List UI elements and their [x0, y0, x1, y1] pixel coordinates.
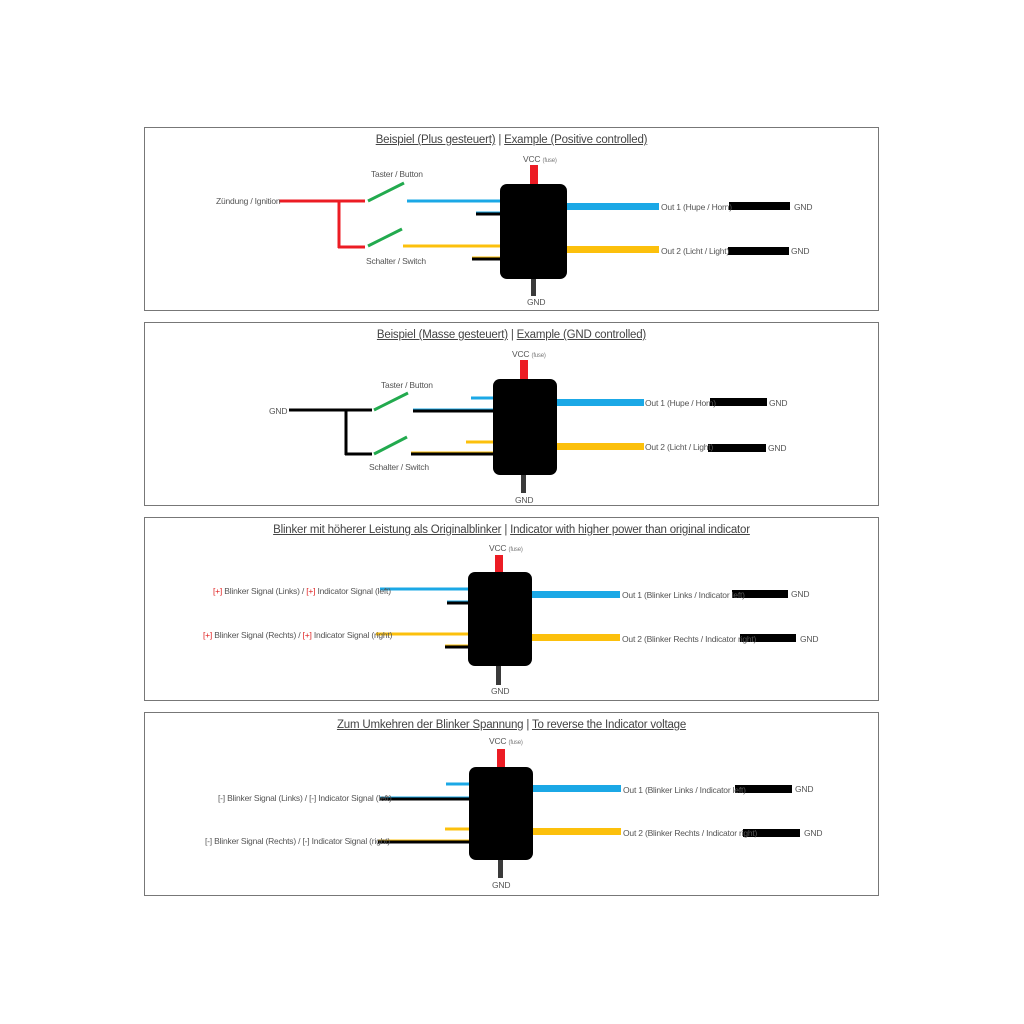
title-de: Beispiel (Masse gesteuert) — [376, 329, 508, 341]
gnd-wire — [521, 473, 526, 493]
title-separator: | — [498, 134, 502, 146]
out1-wire — [533, 785, 621, 792]
panel-title: Zum Umkehren der Blinker Spannung | To r… — [145, 719, 878, 731]
vcc-label: VCC (fuse) — [512, 349, 546, 359]
out2-gnd-label: GND — [791, 246, 810, 256]
out1-gnd-label: GND — [794, 202, 813, 212]
module-gnd-label: GND — [492, 880, 511, 890]
vcc-wire — [497, 749, 505, 768]
out2-label: Out 2 (Licht / Light) — [661, 246, 730, 256]
out1-wire — [532, 591, 620, 598]
out1-gnd-label: GND — [795, 784, 814, 794]
input1-label: [+] Blinker Signal (Links) / [+] Indicat… — [213, 586, 391, 596]
out2-label: Out 2 (Blinker Rechts / Indicator right) — [622, 634, 757, 644]
panel-title: Beispiel (Plus gesteuert) | Example (Pos… — [145, 134, 878, 146]
input-label: Zündung / Ignition — [216, 196, 281, 206]
module-body — [469, 767, 533, 860]
vcc-label: VCC (fuse) — [489, 543, 523, 553]
load2 — [728, 247, 789, 255]
switch-label: Schalter / Switch — [366, 256, 426, 266]
module-gnd-label: GND — [491, 686, 510, 696]
gnd-wire — [498, 858, 503, 878]
button-contact — [367, 181, 405, 203]
input2-label: [-] Blinker Signal (Rechts) / [-] Indica… — [205, 836, 390, 846]
vcc-wire — [520, 360, 528, 381]
switch-label: Schalter / Switch — [369, 462, 429, 472]
title-de: Blinker mit höherer Leistung als Origina… — [273, 524, 502, 536]
title-en: To reverse the Indicator voltage — [531, 719, 687, 731]
out2-wire — [557, 443, 644, 450]
module-body — [493, 379, 557, 475]
module-gnd-label: GND — [527, 297, 546, 307]
load1 — [729, 202, 790, 210]
panel-title: Beispiel (Masse gesteuert) | Example (GN… — [145, 329, 878, 341]
out1-wire — [557, 399, 644, 406]
load1 — [735, 785, 792, 793]
input2-label: [+] Blinker Signal (Rechts) / [+] Indica… — [203, 630, 393, 640]
panel-positive-controlled: Beispiel (Plus gesteuert) | Example (Pos… — [144, 127, 879, 311]
wiring-diagram-3 — [376, 555, 796, 685]
title-separator: | — [504, 524, 508, 536]
panel-title: Blinker mit höherer Leistung als Origina… — [145, 524, 878, 536]
title-en: Example (GND controlled) — [516, 329, 647, 341]
module-body — [468, 572, 532, 666]
title-de: Beispiel (Plus gesteuert) — [375, 134, 496, 146]
button-label: Taster / Button — [371, 169, 423, 179]
out2-label: Out 2 (Blinker Rechts / Indicator right) — [623, 828, 758, 838]
wiring-diagram-4 — [378, 749, 800, 878]
out1-label: Out 1 (Hupe / Horn) — [661, 202, 732, 212]
title-en: Example (Positive controlled) — [504, 134, 648, 146]
wiring-diagram-2 — [289, 360, 767, 493]
out2-gnd-label: GND — [800, 634, 819, 644]
panel-gnd-controlled: Beispiel (Masse gesteuert) | Example (GN… — [144, 322, 879, 506]
out2-wire — [532, 634, 620, 641]
out1-wire — [567, 203, 659, 210]
out1-gnd-label: GND — [769, 398, 788, 408]
out1-label: Out 1 (Blinker Links / Indicator left) — [623, 785, 746, 795]
module-body — [500, 184, 567, 279]
module-gnd-label: GND — [515, 495, 534, 505]
switch-contact — [367, 227, 403, 248]
panel-reverse-indicator-voltage: Zum Umkehren der Blinker Spannung | To r… — [144, 712, 879, 896]
vcc-label: VCC (fuse) — [523, 154, 557, 164]
input1-label: [-] Blinker Signal (Links) / [-] Indicat… — [218, 793, 392, 803]
switch-contact — [373, 435, 408, 456]
out1-label: Out 1 (Blinker Links / Indicator left) — [622, 590, 745, 600]
load2 — [740, 634, 796, 642]
out2-wire — [567, 246, 659, 253]
button-label: Taster / Button — [381, 380, 433, 390]
title-separator: | — [526, 719, 530, 731]
title-de: Zum Umkehren der Blinker Spannung — [336, 719, 524, 731]
load1 — [710, 398, 767, 406]
vcc-label: VCC (fuse) — [489, 736, 523, 746]
vcc-wire — [530, 165, 538, 186]
load2 — [743, 829, 800, 837]
out2-wire — [533, 828, 621, 835]
input-label: GND — [269, 406, 288, 416]
vcc-wire — [495, 555, 503, 575]
out2-label: Out 2 (Licht / Light) — [645, 442, 714, 452]
out1-gnd-label: GND — [791, 589, 810, 599]
load1 — [732, 590, 788, 598]
title-separator: | — [510, 329, 514, 341]
out1-label: Out 1 (Hupe / Horn) — [645, 398, 716, 408]
gnd-wire — [531, 278, 536, 296]
wiring-diagram-1 — [279, 165, 790, 296]
button-contact — [373, 391, 409, 412]
load2 — [708, 444, 766, 452]
out2-gnd-label: GND — [804, 828, 823, 838]
title-en: Indicator with higher power than origina… — [510, 524, 750, 536]
panel-higher-power-indicator: Blinker mit höherer Leistung als Origina… — [144, 517, 879, 701]
gnd-wire — [496, 665, 501, 685]
out2-gnd-label: GND — [768, 443, 787, 453]
